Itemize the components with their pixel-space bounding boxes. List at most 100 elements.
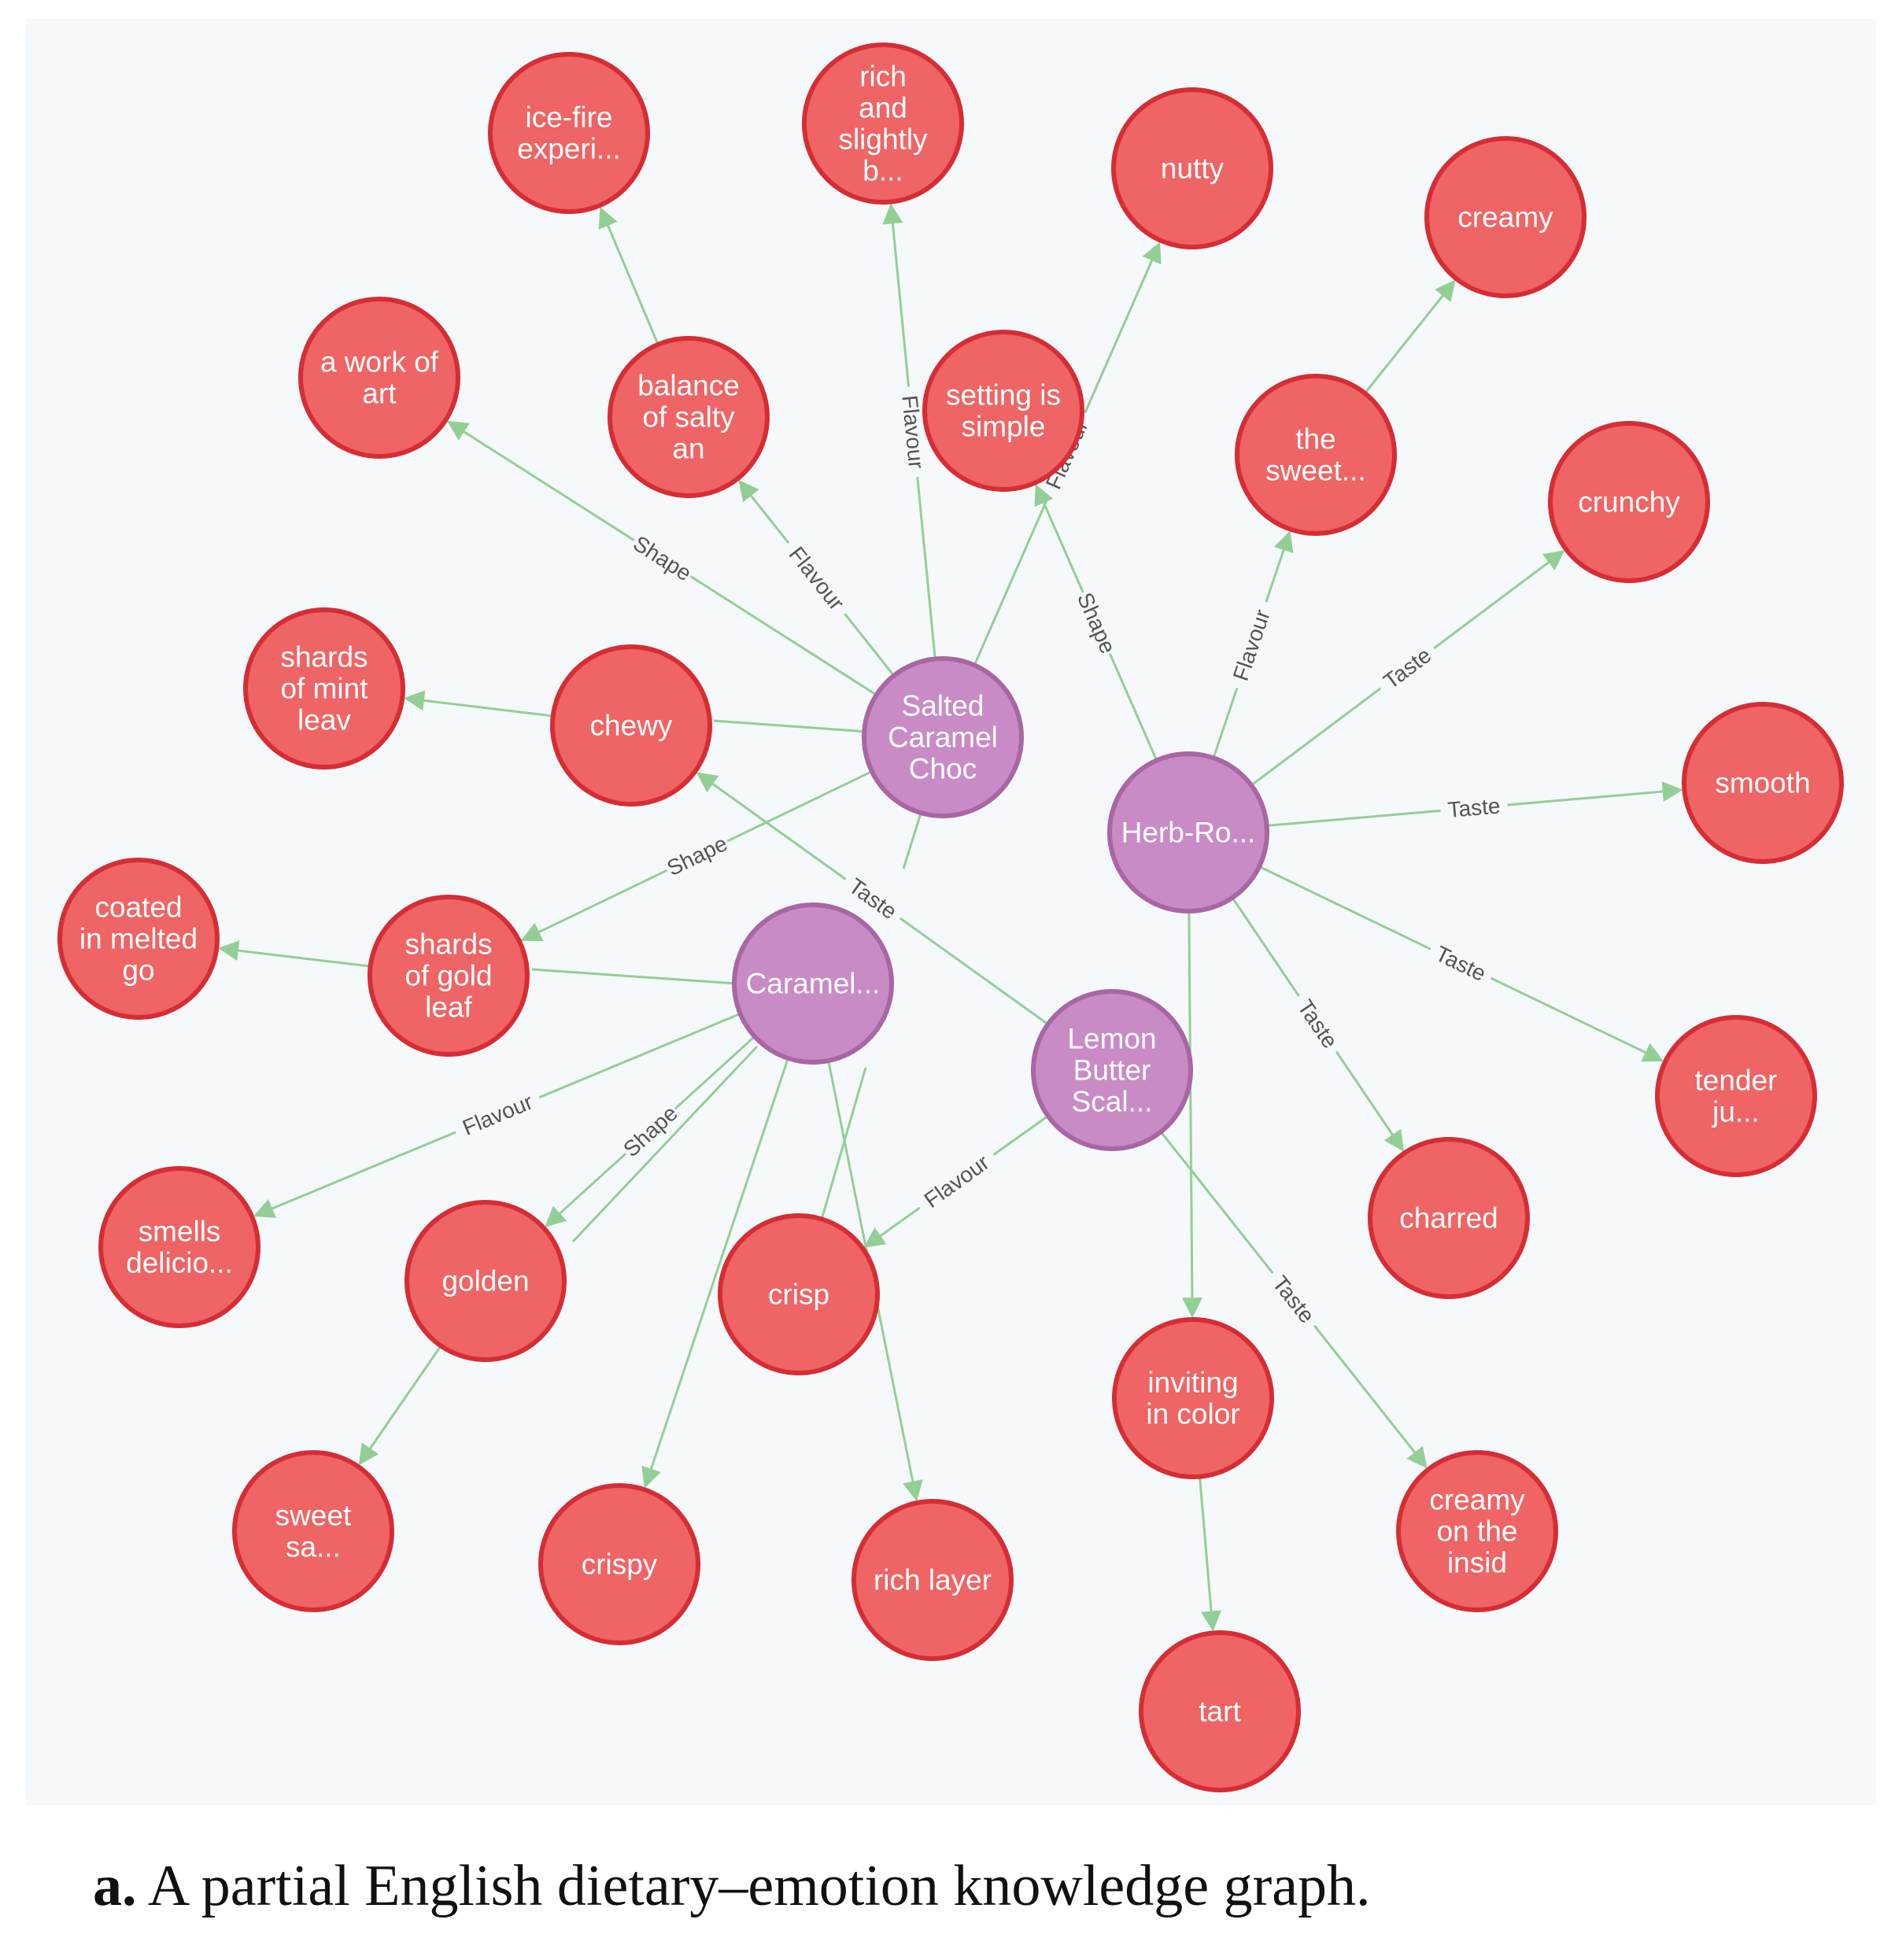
node-circle: [1655, 1015, 1817, 1177]
node-label: leav: [297, 704, 351, 736]
edge-herb-the_sweet[interactable]: Flavour: [1212, 530, 1294, 759]
node-label: nutty: [1161, 153, 1225, 185]
node-label: Butter: [1073, 1054, 1151, 1087]
node-creamy[interactable]: creamy: [1424, 136, 1587, 298]
edge-label-bg: [912, 1144, 1001, 1218]
edge-label-bg: [1225, 598, 1278, 692]
node-golden[interactable]: golden: [404, 1200, 567, 1362]
node-circle: [802, 42, 964, 205]
edge-label: Taste: [1446, 793, 1501, 822]
node-crunchy[interactable]: crunchy: [1548, 421, 1710, 583]
node-label: shards: [280, 641, 368, 674]
edge-balance-ice_fire[interactable]: [598, 206, 659, 345]
node-label: tender: [1695, 1065, 1778, 1097]
edge-line: [358, 1345, 442, 1466]
caramel-to-gold-leaf-connector: [531, 968, 737, 985]
caramel-to-golden-connector-2: [571, 1045, 759, 1243]
node-label: of gold: [404, 960, 492, 992]
node-label: sa...: [286, 1531, 341, 1563]
edge-herb-crunchy[interactable]: Taste: [1250, 550, 1565, 787]
caption-text: A partial English dietary–emotion knowle…: [147, 1854, 1371, 1918]
edge-herb-charred[interactable]: Taste: [1231, 897, 1405, 1152]
node-circle: [1111, 87, 1273, 249]
node-rich-layer[interactable]: rich layer: [851, 1499, 1014, 1661]
edge-herb-smooth[interactable]: Taste: [1266, 781, 1683, 827]
edge-inviting-tart[interactable]: [1199, 1476, 1222, 1632]
edge-herb-setting[interactable]: Shape: [1034, 484, 1158, 762]
node-label: shards: [404, 928, 492, 961]
node-the-sweet[interactable]: thesweet...: [1235, 374, 1397, 536]
node-label: of salty: [642, 401, 735, 434]
node-nutty[interactable]: nutty: [1111, 87, 1273, 249]
node-label: slightly: [838, 124, 928, 156]
edge-salted-balance[interactable]: Flavour: [738, 479, 896, 677]
node-rich-bitter[interactable]: richandslightlyb...: [802, 42, 964, 205]
edge-line: [598, 206, 659, 345]
node-lemon[interactable]: LemonButterScal...: [1031, 989, 1193, 1151]
node-sweet-sa[interactable]: sweetsa...: [232, 1450, 394, 1612]
node-label: Caramel...: [746, 968, 881, 1000]
node-circle: [1107, 751, 1269, 914]
edge-chewy-mint[interactable]: [404, 690, 553, 718]
edge-label-bg: [617, 1099, 684, 1164]
node-tart[interactable]: tart: [1139, 1630, 1301, 1792]
node-circle: [243, 607, 405, 770]
node-tender[interactable]: tenderju...: [1655, 1015, 1817, 1177]
node-label: go: [122, 954, 154, 987]
edge-golden-sweet_sa[interactable]: [358, 1345, 442, 1466]
node-smells[interactable]: smellsdelicio...: [98, 1166, 260, 1328]
node-chewy[interactable]: chewy: [550, 644, 712, 807]
edge-the_sweet-creamy[interactable]: [1364, 279, 1456, 394]
node-herb[interactable]: Herb-Ro...: [1107, 751, 1269, 914]
node-circle: [232, 1450, 394, 1612]
node-circle: [538, 1483, 700, 1645]
node-label: of mint: [280, 673, 368, 705]
node-label: an: [672, 433, 704, 465]
node-circle: [922, 330, 1084, 492]
edge-herb-inviting[interactable]: [1181, 910, 1202, 1319]
node-ice-fire[interactable]: ice-fireexperi...: [488, 52, 650, 214]
edge-caramel-crispy[interactable]: [641, 1058, 789, 1489]
edge-caramel-golden[interactable]: Shape: [545, 1035, 755, 1227]
edge-gold_leaf-coated[interactable]: [218, 940, 371, 968]
node-circle: [862, 656, 1024, 818]
node-circle: [1031, 989, 1193, 1151]
edge-label-bg: [451, 1085, 545, 1144]
node-label: smells: [139, 1216, 221, 1248]
edge-label-bg: [661, 829, 733, 882]
node-circle: [550, 644, 712, 807]
node-label: b...: [863, 155, 903, 187]
node-circle: [1112, 1317, 1274, 1479]
node-crisp[interactable]: crisp: [718, 1213, 880, 1375]
edge-label-bg: [1424, 937, 1497, 990]
node-circle: [488, 52, 650, 214]
node-circle: [1548, 421, 1710, 583]
edge-label: Flavour: [459, 1089, 536, 1139]
edge-lemon-crisp[interactable]: Flavour: [863, 1115, 1049, 1248]
edge-line: [404, 690, 553, 718]
node-circle: [1139, 1630, 1301, 1792]
node-smooth[interactable]: smooth: [1682, 702, 1844, 864]
node-charred[interactable]: charred: [1368, 1137, 1530, 1299]
node-label: the: [1295, 423, 1335, 456]
node-circle: [1368, 1137, 1530, 1299]
edge-label-bg: [1071, 587, 1122, 659]
node-caramel[interactable]: Caramel...: [732, 902, 894, 1065]
edge-label-bg: [1372, 637, 1442, 699]
node-circle: [98, 1166, 260, 1328]
node-circle: [732, 902, 894, 1065]
edge-label: Shape: [663, 831, 731, 880]
edge-line: [1199, 1476, 1222, 1632]
node-crispy[interactable]: crispy: [538, 1483, 700, 1645]
